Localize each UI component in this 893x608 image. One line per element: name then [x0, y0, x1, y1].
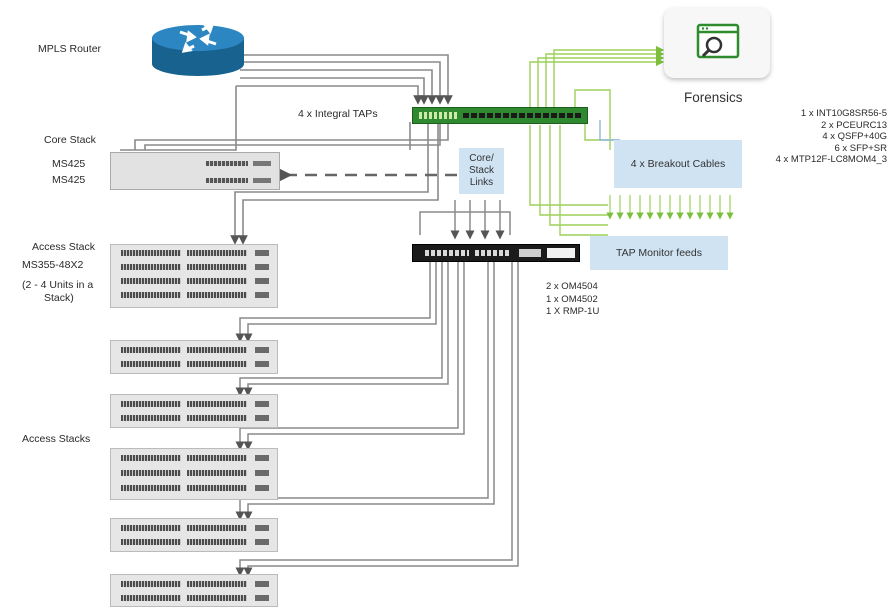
breakout-cables-box: 4 x Breakout Cables [614, 140, 742, 188]
feed-drops [606, 195, 734, 220]
parts-list-item: 1 x INT10G8SR56-5 [800, 108, 887, 119]
parts-list-item: 6 x SFP+SR [834, 142, 887, 154]
monitor-feed-lines [529, 45, 665, 236]
forensics-label: Forensics [684, 90, 743, 105]
ms425-label-a: MS425 [52, 158, 86, 170]
access-stack-switch-3 [110, 394, 278, 428]
access-tap-lines [235, 200, 519, 577]
integral-tap-device [412, 107, 588, 124]
forensics-window-icon [696, 23, 740, 59]
access-stack-switch-1 [110, 244, 278, 308]
access-stack-switch-6 [110, 574, 278, 607]
breakout-link [599, 120, 620, 141]
core-stack-label: Core Stack [44, 134, 96, 146]
core-tap-lines [134, 122, 449, 245]
core-stack-switch [110, 152, 280, 190]
ms425-label-b: MS425 [52, 174, 86, 186]
forensics-icon-tile [664, 8, 770, 78]
core-stack-links-box: Core/ Stack Links [459, 148, 504, 194]
access-model-label: MS355-48X2 [22, 259, 84, 271]
mpls-router-label: MPLS Router [38, 43, 102, 55]
magnifier-icon [701, 36, 723, 58]
access-stack-switch-5 [110, 518, 278, 552]
access-units-label-1: (2 - 4 Units in a [22, 279, 94, 291]
om-list: 2 x OM4504 1 x OM4502 1 X RMP-1U [546, 281, 599, 319]
tap-monitor-feeds-box: TAP Monitor feeds [590, 236, 728, 270]
parts-list-item: 2 x PCEURC13 [821, 119, 887, 131]
tap-chassis [412, 244, 580, 262]
access-stack-label: Access Stack [32, 241, 96, 253]
access-stack-switch-2 [110, 340, 278, 374]
integral-taps-label: 4 x Integral TAPs [298, 108, 378, 120]
om-list-item: 1 X RMP-1U [546, 306, 600, 317]
router-icon [152, 23, 244, 76]
parts-list-item: 4 x MTP12F-LC8MOM4_3 [775, 154, 887, 165]
access-stack-switch-4 [110, 448, 278, 500]
parts-list: 1 x INT10G8SR56-5 2 x PCEURC13 4 x QSFP+… [776, 108, 887, 166]
om-list-item: 2 x OM4504 [546, 281, 598, 292]
access-units-label-2: Stack) [44, 292, 74, 304]
parts-list-item: 4 x QSFP+40G [822, 131, 887, 142]
access-stacks-label: Access Stacks [22, 433, 91, 445]
om-list-item: 1 x OM4502 [546, 293, 598, 305]
router-tap-lines [120, 54, 453, 151]
